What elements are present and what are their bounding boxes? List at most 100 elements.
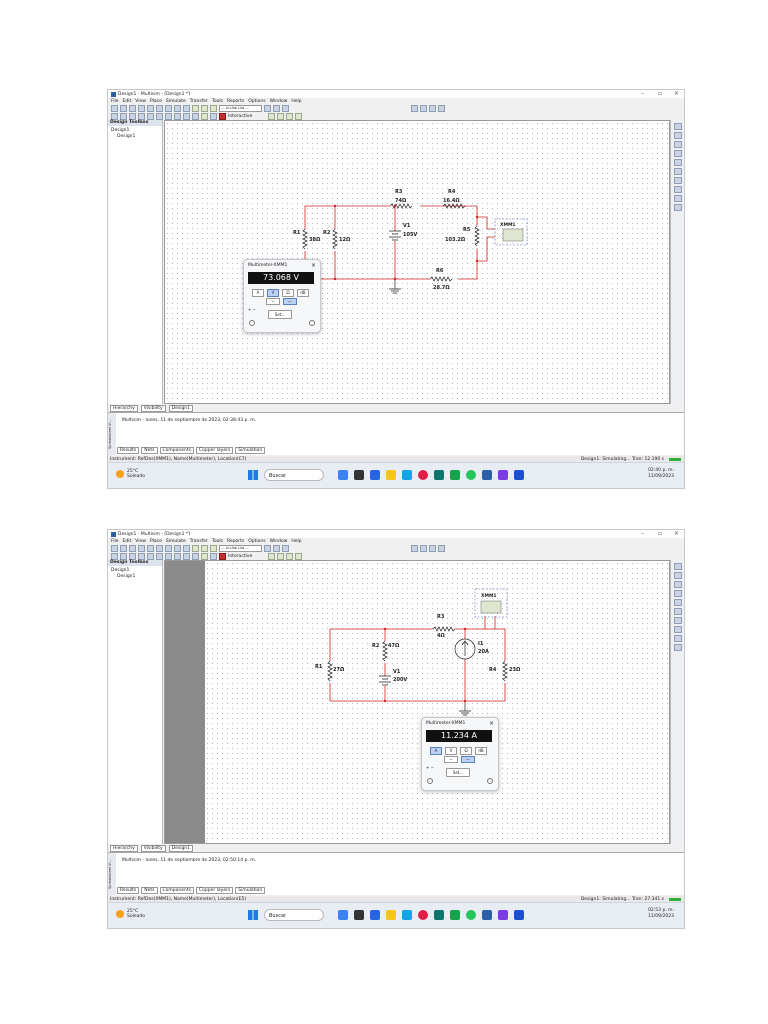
instrument-icon[interactable]	[673, 195, 682, 202]
menu-file[interactable]: File	[111, 98, 119, 104]
app-icon[interactable]	[434, 470, 444, 480]
app-icon[interactable]	[402, 470, 412, 480]
app-icon[interactable]	[338, 910, 348, 920]
tab-simulation[interactable]: Simulation	[235, 447, 266, 454]
probe-power-icon[interactable]	[295, 552, 303, 560]
probe-power-icon[interactable]	[295, 112, 303, 120]
voltmeter-button[interactable]: V	[267, 289, 279, 297]
analog-icon[interactable]	[147, 112, 154, 120]
instrument-icon[interactable]	[673, 590, 682, 597]
tree-child-design1[interactable]: Design1	[117, 574, 136, 579]
menu-help[interactable]: Help	[291, 538, 302, 544]
schematic-workspace[interactable]: R3 74Ω R4 16.4Ω R1 38Ω R2 12Ω V1 105V R5…	[164, 120, 670, 404]
multimeter-panel[interactable]: Multimeter-XMM1 × 11.234 A A V Ω dB ∼ — …	[421, 717, 499, 791]
ultiboard-icon[interactable]	[273, 544, 280, 552]
zoom-out-icon[interactable]	[420, 104, 427, 112]
tab-design1[interactable]: Design1	[168, 845, 194, 852]
terminal-negative-icon[interactable]	[487, 778, 493, 784]
cmos-icon[interactable]	[165, 552, 172, 560]
paste-icon[interactable]	[165, 104, 172, 112]
multimeter-xmm1-symbol[interactable]: XMM1	[494, 218, 528, 246]
tree-child-design1[interactable]: Design1	[117, 134, 136, 139]
close-icon[interactable]: ×	[673, 90, 679, 97]
app-icon[interactable]	[466, 910, 476, 920]
probe-current-icon[interactable]	[286, 112, 294, 120]
save-icon[interactable]	[129, 544, 136, 552]
menu-view[interactable]: View	[135, 538, 146, 544]
set-button[interactable]: Set...	[446, 768, 470, 777]
menu-simulate[interactable]: Simulate	[165, 98, 186, 104]
probe-voltage-icon[interactable]	[277, 112, 285, 120]
open-icon[interactable]	[120, 544, 127, 552]
app-icon[interactable]	[370, 470, 380, 480]
app-icon[interactable]	[402, 910, 412, 920]
basic-icon[interactable]	[120, 112, 127, 120]
misc-digital-icon[interactable]	[174, 552, 181, 560]
help-icon[interactable]	[282, 104, 289, 112]
new-icon[interactable]	[111, 544, 118, 552]
tab-nets[interactable]: Nets	[141, 447, 158, 454]
menu-options[interactable]: Options	[248, 98, 266, 104]
undo-icon[interactable]	[174, 544, 181, 552]
undo-icon[interactable]	[174, 104, 181, 112]
tab-copper-layers[interactable]: Copper layers	[195, 447, 234, 454]
tab-design1[interactable]: Design1	[168, 405, 194, 412]
menu-edit[interactable]: Edit	[122, 98, 132, 104]
terminal-negative-icon[interactable]	[309, 320, 315, 326]
instrument-icon[interactable]	[673, 141, 682, 148]
windows-start-icon[interactable]	[248, 470, 258, 480]
app-icon[interactable]	[514, 910, 524, 920]
ttl-icon[interactable]	[156, 552, 163, 560]
set-button[interactable]: Set...	[268, 310, 292, 319]
menu-window[interactable]: Window	[269, 98, 288, 104]
paste-icon[interactable]	[165, 544, 172, 552]
grapher-icon[interactable]	[201, 544, 208, 552]
app-icon[interactable]	[514, 470, 524, 480]
mixed-icon[interactable]	[183, 112, 190, 120]
instrument-icon[interactable]	[673, 168, 682, 175]
copy-icon[interactable]	[156, 104, 163, 112]
zoom-fit-icon[interactable]	[438, 544, 445, 552]
print-icon[interactable]	[138, 104, 145, 112]
instrument-icon[interactable]	[673, 123, 682, 130]
in-use-list-dropdown[interactable]: --- In-Use List ---	[219, 104, 262, 112]
zoom-in-icon[interactable]	[411, 544, 418, 552]
weather-widget[interactable]: 25°C Soleado	[116, 469, 145, 479]
zoom-area-icon[interactable]	[429, 104, 436, 112]
close-icon[interactable]: ×	[488, 720, 494, 727]
multimeter-panel[interactable]: Multimeter-XMM1 × 73.068 V A V Ω dB ∼ — …	[243, 259, 321, 333]
diode-icon[interactable]	[129, 552, 136, 560]
tab-visibility[interactable]: Visibility	[140, 405, 166, 412]
grapher-icon[interactable]	[201, 104, 208, 112]
postprocessor-icon[interactable]	[210, 544, 217, 552]
ammeter-button[interactable]: A	[252, 289, 264, 297]
source-icon[interactable]	[111, 552, 118, 560]
app-icon[interactable]	[498, 910, 508, 920]
play-icon[interactable]	[201, 552, 208, 560]
schematic-workspace[interactable]: R3 4Ω R1 27Ω R2 47Ω V1 200V I1 20A R4 23…	[164, 560, 670, 844]
indicator-icon[interactable]	[192, 112, 199, 120]
instrument-icon[interactable]	[673, 644, 682, 651]
app-icon[interactable]	[434, 910, 444, 920]
instrument-icon[interactable]	[673, 608, 682, 615]
transistor-icon[interactable]	[138, 112, 145, 120]
app-icon[interactable]	[498, 470, 508, 480]
transistor-icon[interactable]	[138, 552, 145, 560]
decibel-button[interactable]: dB	[297, 289, 309, 297]
cut-icon[interactable]	[147, 544, 154, 552]
new-icon[interactable]	[111, 104, 118, 112]
menu-options[interactable]: Options	[248, 538, 266, 544]
menu-simulate[interactable]: Simulate	[165, 538, 186, 544]
voltmeter-button[interactable]: V	[445, 747, 457, 755]
print-icon[interactable]	[138, 544, 145, 552]
system-clock[interactable]: 02:53 p. m. 11/09/2023	[648, 908, 674, 920]
tree-root-design1[interactable]: Design1	[111, 128, 130, 133]
minimize-icon[interactable]: –	[641, 530, 644, 537]
dc-line-icon[interactable]: —	[461, 756, 475, 763]
tab-nets[interactable]: Nets	[141, 887, 158, 894]
instrument-icon[interactable]	[673, 617, 682, 624]
menu-transfer[interactable]: Transfer	[189, 538, 208, 544]
probe-voltage-icon[interactable]	[277, 552, 285, 560]
folder-icon[interactable]	[386, 910, 396, 920]
tab-hierarchy[interactable]: Hierarchy	[110, 405, 138, 412]
